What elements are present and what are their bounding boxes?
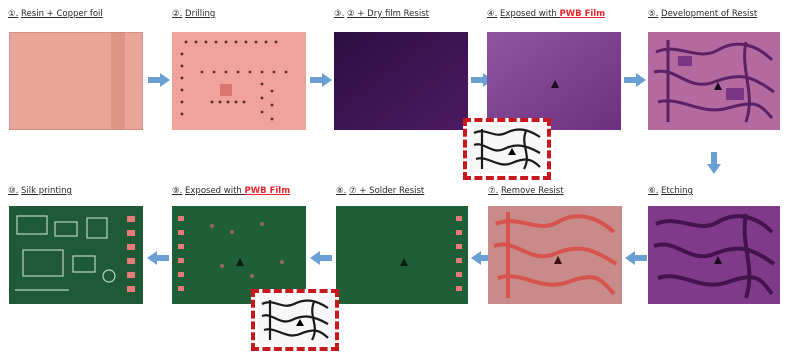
drill-hole: [180, 112, 184, 116]
step-2-label: ②. Drilling: [172, 9, 216, 19]
arrow-down-icon: [707, 152, 721, 174]
drill-mark: [220, 84, 232, 96]
drill-hole: [226, 100, 230, 104]
drill-hole: [248, 70, 252, 74]
drill-hole: [214, 40, 218, 44]
drill-hole: [200, 70, 204, 74]
drill-hole: [236, 70, 240, 74]
drill-hole: [270, 89, 274, 93]
drill-hole: [204, 40, 208, 44]
drill-hole: [180, 64, 184, 68]
step-8-image: [336, 206, 468, 304]
step-10-label: ⑩. Silk printing: [8, 186, 72, 196]
drill-hole: [224, 70, 228, 74]
drill-hole: [210, 100, 214, 104]
drill-hole: [234, 40, 238, 44]
drill-hole: [260, 110, 264, 114]
step-9-label: ⑨. Exposed with PWB Film: [172, 186, 291, 196]
drill-hole: [274, 40, 278, 44]
pcb-film-icon: [251, 289, 339, 351]
arrow-left-icon: [310, 251, 332, 265]
step-3-label: ③. ② + Dry film Resist: [334, 9, 429, 19]
step-7-label: ⑦. Remove Resist: [488, 186, 564, 196]
drill-hole: [272, 70, 276, 74]
step-1-label: ①. Resin + Copper foil: [8, 9, 103, 19]
step-6-image: [648, 206, 780, 304]
drill-hole: [244, 40, 248, 44]
step-8-label: ⑧. ⑦ + Solder Resist: [336, 186, 425, 196]
drill-hole: [180, 100, 184, 104]
arrow-left-icon: [625, 251, 647, 265]
drill-hole: [194, 40, 198, 44]
drill-hole: [180, 88, 184, 92]
step-9-image: [172, 206, 306, 304]
step-1-image: [9, 32, 143, 130]
pcb-film-icon: [463, 118, 551, 180]
step-4-label: ④. Exposed with PWB Film: [487, 9, 606, 19]
arrow-right-icon: [624, 73, 646, 87]
drill-hole: [218, 100, 222, 104]
drill-hole: [234, 100, 238, 104]
step-3-image: [334, 32, 468, 130]
drill-hole: [260, 96, 264, 100]
drill-hole: [264, 40, 268, 44]
arrow-right-icon: [148, 73, 170, 87]
step-6-label: ⑥. Etching: [648, 186, 693, 196]
drill-hole: [242, 100, 246, 104]
drill-hole: [270, 117, 274, 121]
drill-hole: [254, 40, 258, 44]
step-5-image: [648, 32, 780, 130]
drill-hole: [180, 76, 184, 80]
drill-hole: [270, 103, 274, 107]
arrow-left-icon: [147, 251, 169, 265]
arrow-left-icon: [471, 251, 493, 265]
drill-hole: [284, 70, 288, 74]
drill-hole: [260, 82, 264, 86]
step-5-label: ⑤. Development of Resist: [648, 9, 758, 19]
drill-hole: [212, 70, 216, 74]
step-7-image: [488, 206, 622, 304]
drill-hole: [260, 70, 264, 74]
step-10-image: [9, 206, 143, 304]
arrow-right-icon: [310, 73, 332, 87]
step-4-image: [487, 32, 621, 130]
step-2-image: [172, 32, 306, 130]
drill-hole: [180, 52, 184, 56]
drill-hole: [224, 40, 228, 44]
drill-hole: [184, 40, 188, 44]
